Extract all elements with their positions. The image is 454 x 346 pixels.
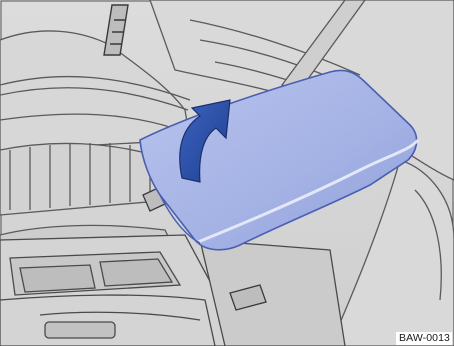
reference-code: BAW-0013 [396, 332, 452, 345]
center-console [0, 235, 345, 346]
